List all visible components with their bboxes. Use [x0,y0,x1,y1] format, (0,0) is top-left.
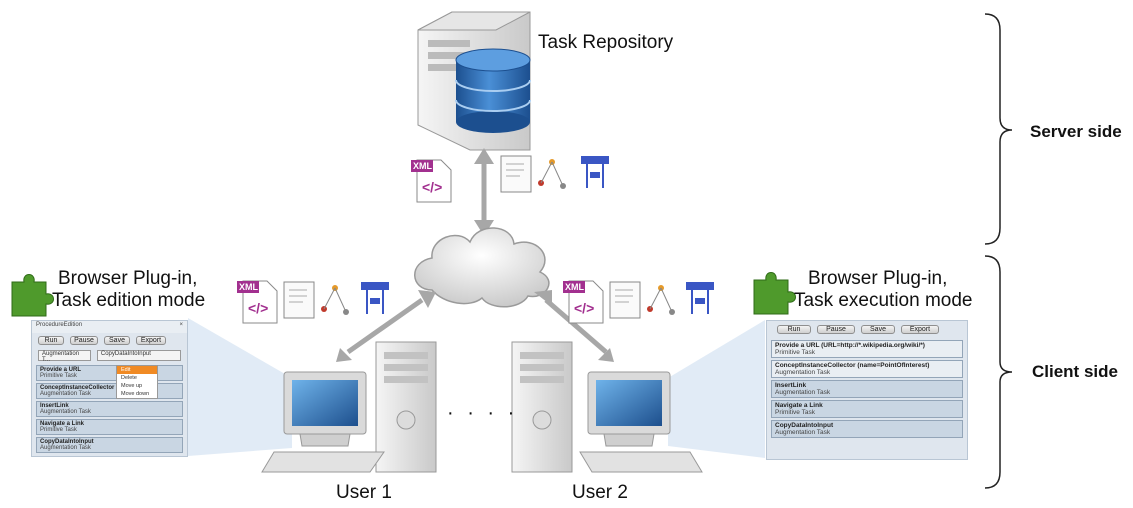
server-side-brace [984,13,1013,245]
cloud-user1-arrow [336,290,436,362]
user1-computer-icon [261,341,437,473]
client-side-label: Client side [1032,362,1118,381]
right-button-row: Run Pause Save Export [767,321,967,338]
xml-file-icon-right: XML </> [563,277,607,325]
task-type: Augmentation Task [40,445,91,451]
panel-titlebar: ProcedureEdition × [32,321,187,333]
task-name-select[interactable]: CopyDataIntoInput [96,350,181,361]
task-type: Primitive Task [775,409,815,416]
user2-label: User 2 [572,482,628,503]
panel-title: ProcedureEdition [36,322,83,328]
xml-tag-label: XML [413,161,432,171]
task-type: Augmentation Task [775,429,831,436]
xml-code-glyph: </> [574,300,595,316]
left-plugin-line2: Task edition mode [52,290,206,311]
task-type: Primitive Task [40,373,77,379]
xml-tag-label: XML [565,282,584,292]
task-context-menu: Edit Delete Move up Move down [116,365,158,399]
right-projection [668,320,765,458]
pause-button[interactable]: Pause [70,336,98,345]
task-name: CopyDataIntoInput [775,422,834,429]
cloud-user2-arrow [534,290,614,362]
context-menu-item-move-up[interactable]: Move up [121,383,143,389]
export-button[interactable]: Export [136,336,166,345]
task-item[interactable]: Navigate a Link Primitive Task [771,400,963,418]
left-button-row: Run Pause Save Export [32,333,187,348]
task-name: InsertLink [40,403,69,409]
xml-code-glyph: </> [422,179,443,195]
context-menu-item-delete[interactable]: Delete [121,375,137,381]
left-projection [188,318,292,456]
context-menu-item-move-down[interactable]: Move down [121,391,150,397]
left-plugin-line1: Browser Plug-in, [58,268,198,289]
run-button[interactable]: Run [38,336,64,345]
task-name: Provide a URL [40,367,82,373]
task-type-select[interactable]: Augmentation T... [38,350,91,363]
server-side-label: Server side [1030,122,1122,141]
xml-file-icon-left: XML </> [237,277,281,325]
export-button[interactable]: Export [901,325,939,334]
run-button[interactable]: Run [777,325,811,334]
task-type: Augmentation Task [40,409,91,415]
task-name: ConceptInstanceCollector (name=PointOfIn… [775,362,930,369]
task-execution-panel: Run Pause Save Export Provide a URL (URL… [766,320,968,460]
task-item[interactable]: ConceptInstanceCollector Augmentation Ta… [36,383,183,399]
task-item[interactable]: CopyDataIntoInput Augmentation Task [36,437,183,453]
task-type: Augmentation Task [775,369,831,376]
context-menu-item-edit[interactable]: Edit [117,366,157,374]
task-name: CopyDataIntoInput [40,439,94,445]
task-name: Provide a URL (URL=http://*.wikipedia.or… [775,342,925,349]
xml-file-icon-top: XML </> [411,156,455,204]
model-icons-top [500,155,609,193]
task-type: Primitive Task [775,349,815,356]
model-icons-right [609,281,714,319]
save-button[interactable]: Save [104,336,130,345]
task-edition-panel: ProcedureEdition × Run Pause Save Export… [31,320,188,457]
cloud-icon [414,227,550,308]
client-side-brace [984,255,1013,489]
task-type: Augmentation Task [775,389,831,396]
task-name: Navigate a Link [775,402,823,409]
model-icons-left [283,281,389,319]
task-repository-label: Task Repository [538,32,674,53]
close-icon[interactable]: × [179,322,183,328]
user2-computer-icon [511,341,703,473]
right-plugin-line2: Task execution mode [794,290,973,311]
user1-label: User 1 [336,482,392,503]
xml-tag-label: XML [239,282,258,292]
task-item[interactable]: InsertLink Augmentation Task [36,401,183,417]
task-name: ConceptInstanceCollector [40,385,115,391]
server-cloud-arrow [474,148,494,236]
pause-button[interactable]: Pause [817,325,855,334]
task-name: Navigate a Link [40,421,85,427]
task-item[interactable]: Provide a URL Primitive Task [36,365,183,381]
task-item[interactable]: ConceptInstanceCollector (name=PointOfIn… [771,360,963,378]
task-name: InsertLink [775,382,807,389]
left-select-row: Augmentation T... CopyDataIntoInput [32,348,187,363]
task-item[interactable]: InsertLink Augmentation Task [771,380,963,398]
task-item[interactable]: Provide a URL (URL=http://*.wikipedia.or… [771,340,963,358]
task-item[interactable]: CopyDataIntoInput Augmentation Task [771,420,963,438]
save-button[interactable]: Save [861,325,895,334]
xml-code-glyph: </> [248,300,269,316]
task-item[interactable]: Navigate a Link Primitive Task [36,419,183,435]
task-type: Augmentation Task [40,391,91,397]
database-icon [455,48,531,133]
right-plugin-line1: Browser Plug-in, [808,268,948,289]
puzzle-right-icon [753,272,796,315]
puzzle-left-icon [11,274,54,317]
task-type: Primitive Task [40,427,77,433]
ellipsis-separator: · · · · [447,402,519,424]
